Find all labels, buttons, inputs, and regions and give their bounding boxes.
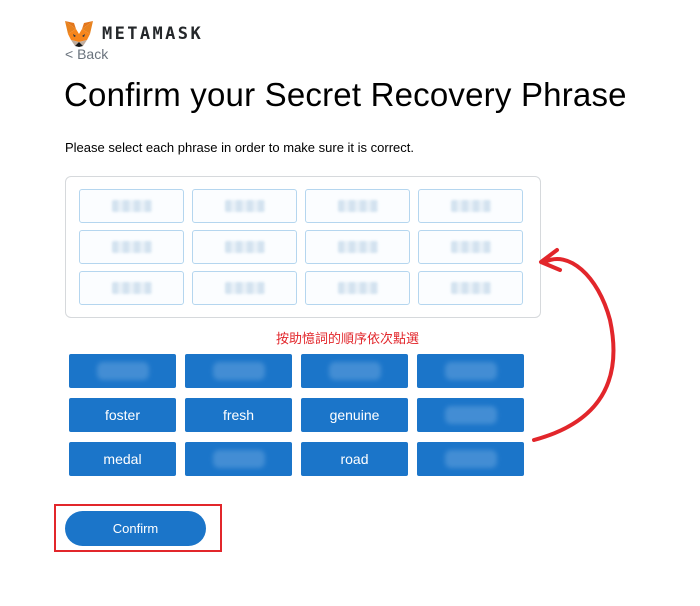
brand-wordmark: METAMASK <box>102 24 204 44</box>
redacted-word <box>224 200 265 212</box>
word-button[interactable] <box>69 354 176 388</box>
word-button[interactable]: genuine <box>301 398 408 432</box>
phrase-slot[interactable] <box>305 271 410 305</box>
redacted-word <box>111 200 152 212</box>
redacted-word <box>450 200 491 212</box>
instruction-text: Please select each phrase in order to ma… <box>65 140 414 155</box>
selected-phrase-area <box>65 176 541 318</box>
phrase-slot[interactable] <box>305 189 410 223</box>
phrase-slot[interactable] <box>418 271 523 305</box>
redacted-word <box>212 362 265 380</box>
metamask-logo: METAMASK <box>64 20 203 48</box>
redacted-word <box>450 241 491 253</box>
redacted-word <box>212 450 265 468</box>
word-button[interactable]: fresh <box>185 398 292 432</box>
redacted-word <box>111 282 152 294</box>
redacted-word <box>444 406 497 424</box>
confirm-highlight-box <box>54 504 222 552</box>
phrase-slot[interactable] <box>418 189 523 223</box>
phrase-slot[interactable] <box>79 189 184 223</box>
word-button[interactable]: foster <box>69 398 176 432</box>
page-title: Confirm your Secret Recovery Phrase <box>64 76 627 113</box>
word-button[interactable]: road <box>301 442 408 476</box>
confirm-button[interactable]: Confirm <box>65 511 206 546</box>
redacted-word <box>444 362 497 380</box>
word-button[interactable] <box>185 354 292 388</box>
word-button[interactable] <box>417 354 524 388</box>
redacted-word <box>337 241 378 253</box>
word-button[interactable] <box>417 442 524 476</box>
phrase-slot[interactable] <box>192 230 297 264</box>
redacted-word <box>337 282 378 294</box>
phrase-slot[interactable] <box>79 230 184 264</box>
phrase-slot[interactable] <box>192 271 297 305</box>
redacted-word <box>444 450 497 468</box>
word-button[interactable] <box>185 442 292 476</box>
back-link[interactable]: < Back <box>65 46 109 62</box>
redacted-word <box>328 362 381 380</box>
phrase-slot[interactable] <box>192 189 297 223</box>
redacted-word <box>224 241 265 253</box>
redacted-word <box>96 362 149 380</box>
metamask-fox-icon <box>65 21 93 47</box>
redacted-word <box>224 282 265 294</box>
phrase-slot[interactable] <box>79 271 184 305</box>
redacted-word <box>450 282 491 294</box>
redacted-word <box>111 241 152 253</box>
redacted-word <box>337 200 378 212</box>
phrase-slot[interactable] <box>305 230 410 264</box>
phrase-slot[interactable] <box>418 230 523 264</box>
word-button[interactable]: medal <box>69 442 176 476</box>
word-button[interactable] <box>417 398 524 432</box>
instruction-annotation: 按助憶詞的順序依次點選 <box>276 331 420 346</box>
word-button[interactable] <box>301 354 408 388</box>
word-choice-grid: foster fresh genuine medal road <box>69 354 524 476</box>
